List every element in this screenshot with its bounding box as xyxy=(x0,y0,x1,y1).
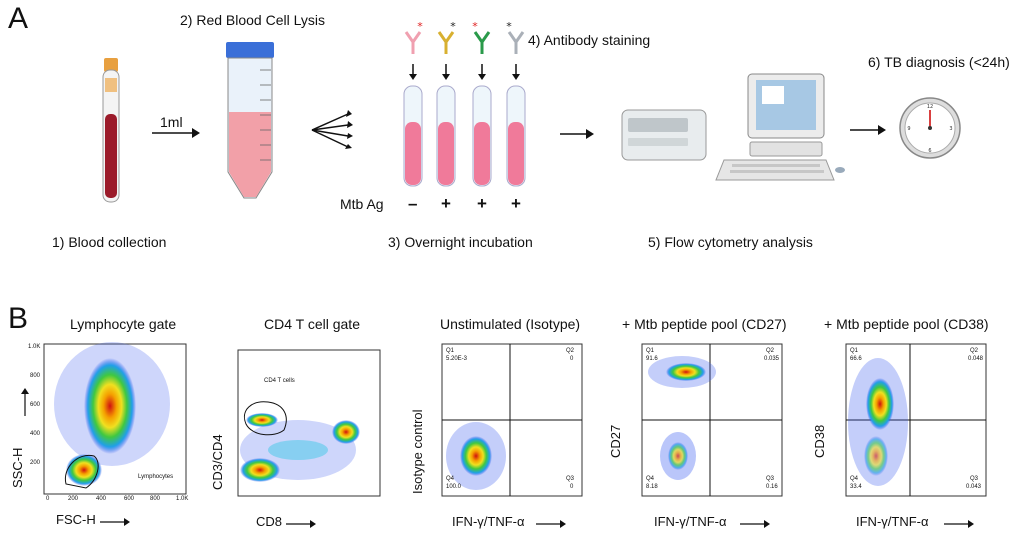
panel-b-letter: B xyxy=(8,302,29,335)
svg-text:6: 6 xyxy=(928,148,931,154)
clock-icon: 12 3 6 9 xyxy=(899,97,961,159)
svg-text:*: * xyxy=(450,20,456,33)
tick-label: 0 xyxy=(46,496,50,502)
quadrant-label: Q1 xyxy=(850,348,859,354)
quadrant-value: 91.6 xyxy=(646,356,658,362)
arrow-icon xyxy=(100,518,130,526)
falcon-tube-icon xyxy=(226,42,274,199)
quadrant-label: Q2 xyxy=(566,348,575,354)
isotype-plot xyxy=(441,343,583,497)
x-axis-label: CD8 xyxy=(256,514,283,529)
antibody-tubes-icon: * * * * xyxy=(403,20,526,187)
tick-label: 800 xyxy=(30,373,41,379)
antigen-sign: + xyxy=(511,194,521,213)
quadrant-label: Q1 xyxy=(646,348,655,354)
split-arrows-icon xyxy=(311,110,353,149)
plot-title: Unstimulated (Isotype) xyxy=(440,316,581,332)
tick-label: 400 xyxy=(96,496,107,502)
arrow-icon xyxy=(536,520,566,528)
volume-label: 1ml xyxy=(160,114,183,130)
quadrant-label: Q4 xyxy=(646,476,655,482)
plot-title: Lymphocyte gate xyxy=(70,316,177,332)
step1-label: 1) Blood collection xyxy=(52,234,167,250)
gate-label: Lymphocytes xyxy=(138,474,174,480)
x-axis-label: IFN-γ/TNF-α xyxy=(856,514,929,529)
quadrant-value: 8.18 xyxy=(646,484,658,490)
quadrant-label: Q4 xyxy=(850,476,859,482)
quadrant-label: Q2 xyxy=(766,348,775,354)
quadrant-value: 0 xyxy=(570,356,574,362)
quadrant-label: Q1 xyxy=(446,348,455,354)
y-axis-label: CD38 xyxy=(812,424,827,458)
quadrant-label: Q3 xyxy=(766,476,775,482)
antigen-sign: – xyxy=(408,194,418,213)
x-axis-label: FSC-H xyxy=(56,512,96,527)
arrow-icon xyxy=(740,520,770,528)
y-axis-label: CD3/CD4 xyxy=(210,434,225,490)
cd38-plot xyxy=(845,343,987,497)
tick-label: 200 xyxy=(30,460,41,466)
svg-text:9: 9 xyxy=(907,126,910,132)
quadrant-value: 0.048 xyxy=(968,356,984,362)
gate-label: CD4 T cells xyxy=(264,378,295,384)
quadrant-value: 0.035 xyxy=(764,356,780,362)
tick-label: 600 xyxy=(124,496,135,502)
step6-label: 6) TB diagnosis (<24h) xyxy=(868,54,1010,70)
svg-text:3: 3 xyxy=(949,126,952,132)
quadrant-label: Q2 xyxy=(970,348,979,354)
x-axis-label: IFN-γ/TNF-α xyxy=(654,514,727,529)
svg-text:*: * xyxy=(417,20,423,33)
quadrant-value: 0.16 xyxy=(766,484,778,490)
arrow-icon xyxy=(21,388,29,416)
arrow-icon xyxy=(850,125,886,135)
quadrant-value: 5.20E-3 xyxy=(446,356,468,362)
cd4-gate-plot xyxy=(237,349,381,497)
svg-text:*: * xyxy=(472,20,478,33)
lymphocyte-gate-plot xyxy=(43,342,187,495)
quadrant-label: Q3 xyxy=(970,476,979,482)
plot-title: + Mtb peptide pool (CD38) xyxy=(824,316,989,332)
tick-label: 1.0K xyxy=(28,344,41,350)
antigen-label: Mtb Ag xyxy=(340,196,384,212)
y-axis-label: SSC-H xyxy=(10,447,25,488)
arrow-icon xyxy=(944,520,974,528)
plot-title: + Mtb peptide pool (CD27) xyxy=(622,316,787,332)
svg-text:12: 12 xyxy=(927,104,933,110)
arrow-icon xyxy=(152,128,200,138)
quadrant-label: Q3 xyxy=(566,476,575,482)
tick-label: 1.0K xyxy=(176,496,189,502)
x-axis-label: IFN-γ/TNF-α xyxy=(452,514,525,529)
tick-label: 600 xyxy=(30,402,41,408)
svg-text:*: * xyxy=(506,20,512,33)
flow-cytometer-icon xyxy=(621,73,845,181)
antigen-sign: + xyxy=(477,194,487,213)
quadrant-value: 0.043 xyxy=(966,484,982,490)
y-axis-label: Isotype control xyxy=(410,409,425,494)
antigen-sign: + xyxy=(441,194,451,213)
step5-label: 5) Flow cytometry analysis xyxy=(648,234,813,250)
blood-tube-icon xyxy=(102,58,120,203)
arrow-icon xyxy=(560,129,594,139)
quadrant-value: 66.6 xyxy=(850,356,862,362)
arrow-icon xyxy=(286,520,316,528)
quadrant-value: 100.0 xyxy=(446,484,462,490)
step4-label: 4) Antibody staining xyxy=(528,32,651,48)
y-axis-label: CD27 xyxy=(608,424,623,458)
tick-label: 200 xyxy=(68,496,79,502)
plot-title: CD4 T cell gate xyxy=(264,316,360,332)
step3-label: 3) Overnight incubation xyxy=(388,234,533,250)
cd27-plot xyxy=(641,343,783,497)
tick-label: 800 xyxy=(150,496,161,502)
tick-label: 400 xyxy=(30,431,41,437)
quadrant-value: 33.4 xyxy=(850,484,862,490)
quadrant-value: 0 xyxy=(570,484,574,490)
quadrant-label: Q4 xyxy=(446,476,455,482)
panel-a-letter: A xyxy=(8,2,29,35)
step2-label: 2) Red Blood Cell Lysis xyxy=(180,12,325,28)
